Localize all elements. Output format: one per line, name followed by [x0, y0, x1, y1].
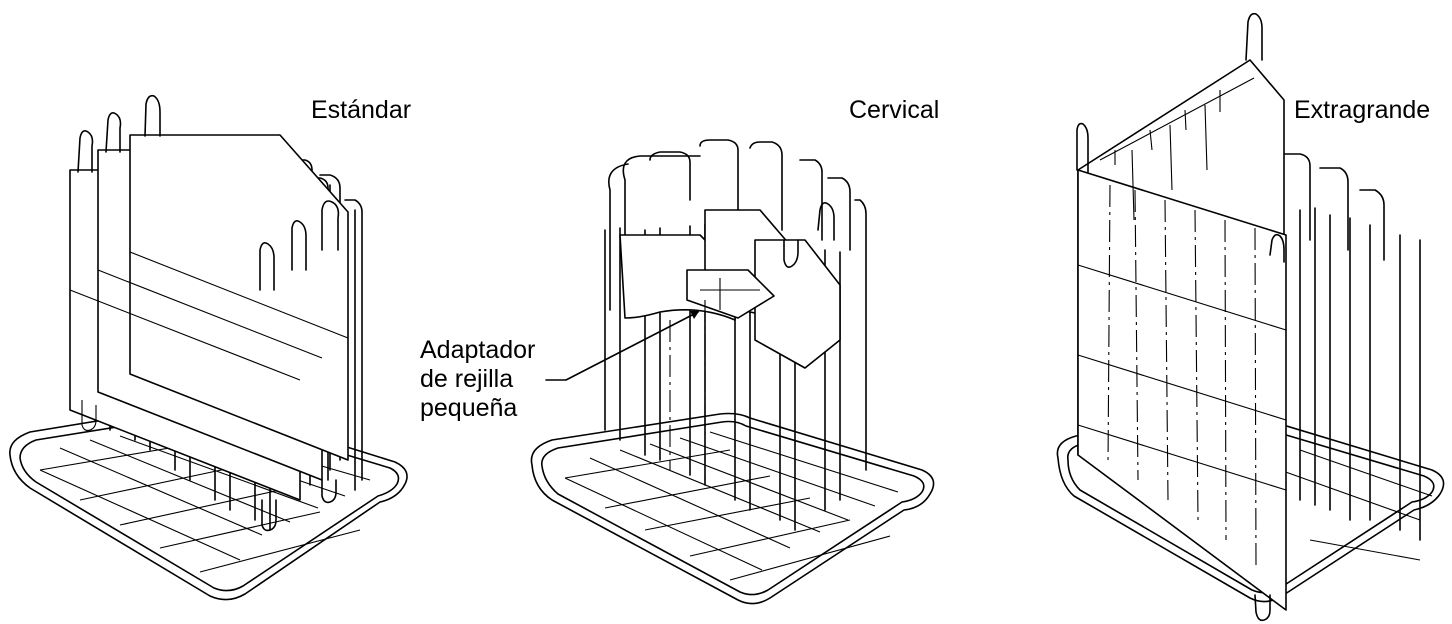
label-extra-large: Extragrande [1294, 96, 1431, 124]
callout-small-rack-adapter: Adaptador de rejilla pequeña [420, 336, 580, 423]
extra-large-rack-drawing [1056, 12, 1445, 622]
callout-line-3: pequeña [420, 394, 518, 422]
standard-rack-drawing [9, 94, 408, 601]
label-cervical: Cervical [849, 96, 940, 124]
callout-line-1: Adaptador [420, 336, 536, 364]
cervical-rack-drawing [530, 139, 935, 605]
label-standard: Estándar [311, 96, 412, 124]
callout-line-2: de rejilla [420, 365, 514, 393]
